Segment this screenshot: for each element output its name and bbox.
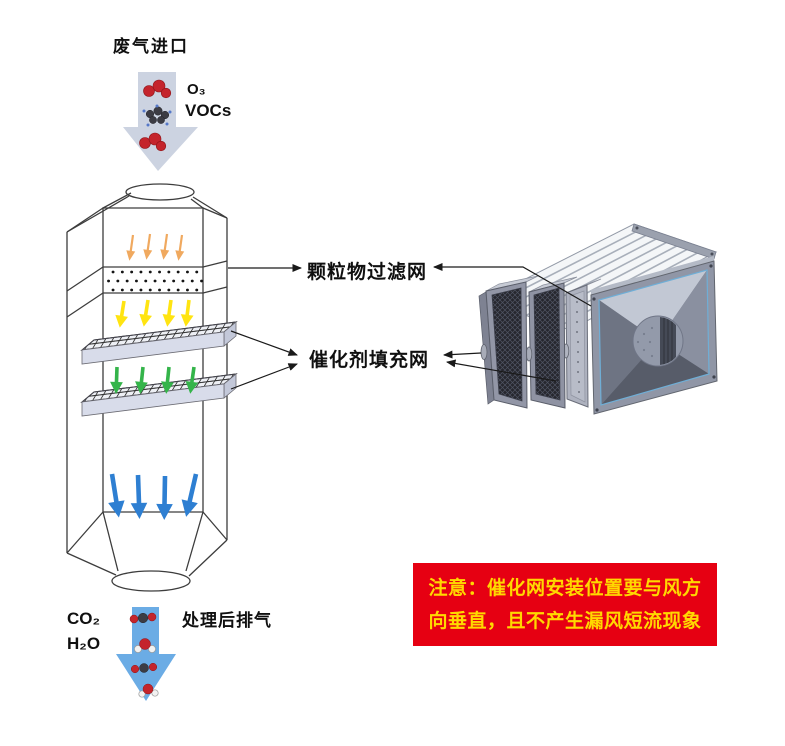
- catalyst-mesh-panel-1: [478, 275, 539, 409]
- o3-molecule-icon: [143, 79, 172, 99]
- leader-catalyst-panel1: [443, 350, 482, 359]
- airflow-arrows-stage2: [113, 298, 196, 329]
- warning-note-line1: 注意：催化网安装位置要与风方: [428, 577, 702, 599]
- outlet-label: 处理后排气: [182, 611, 272, 630]
- leader-catalyst-lower: [230, 363, 298, 390]
- catalyst-slab-lower: [81, 373, 237, 417]
- filter-frame-empty: [562, 278, 602, 408]
- panel-handle: [480, 344, 488, 360]
- h2o-label: H₂O: [67, 634, 101, 653]
- outlet-arrow-icon: [116, 607, 176, 701]
- h2o-molecule-icon: [134, 638, 156, 653]
- co2-molecule-icon: [129, 612, 157, 624]
- catalyst-mesh-panel-2: [525, 276, 578, 409]
- catalyst-mesh-callout: 催化剂填充网: [309, 350, 430, 371]
- leader-catalyst-upper: [230, 330, 298, 356]
- filter-assembly-render: [478, 223, 718, 415]
- leader-particulate-right: [433, 263, 592, 307]
- leader-catalyst-panel2: [446, 359, 557, 382]
- particulate-filter-callout: 颗粒物过滤网: [307, 262, 428, 283]
- catalyst-slab-upper: [81, 321, 237, 365]
- warning-note-line2: 向垂直，且不产生漏风短流现象: [428, 610, 702, 632]
- co2-label: CO₂: [67, 609, 101, 628]
- h2o-molecule-icon-2: [138, 683, 159, 698]
- vocs-label: VOCs: [185, 101, 232, 120]
- airflow-arrows-stage4: [103, 472, 205, 521]
- duct-housing: [590, 256, 718, 415]
- particulate-dots: [107, 270, 203, 292]
- inlet-label: 废气进口: [113, 37, 189, 56]
- o3-molecule-icon-2: [139, 132, 167, 152]
- airflow-arrows-stage1: [124, 233, 187, 262]
- voc-molecule-icon: [142, 104, 172, 127]
- warning-note-box: 注意：催化网安装位置要与风方 向垂直，且不产生漏风短流现象: [413, 563, 717, 646]
- o3-label: O₃: [187, 81, 206, 98]
- callout-leader-lines: [228, 263, 592, 390]
- co2-molecule-icon-2: [130, 662, 158, 674]
